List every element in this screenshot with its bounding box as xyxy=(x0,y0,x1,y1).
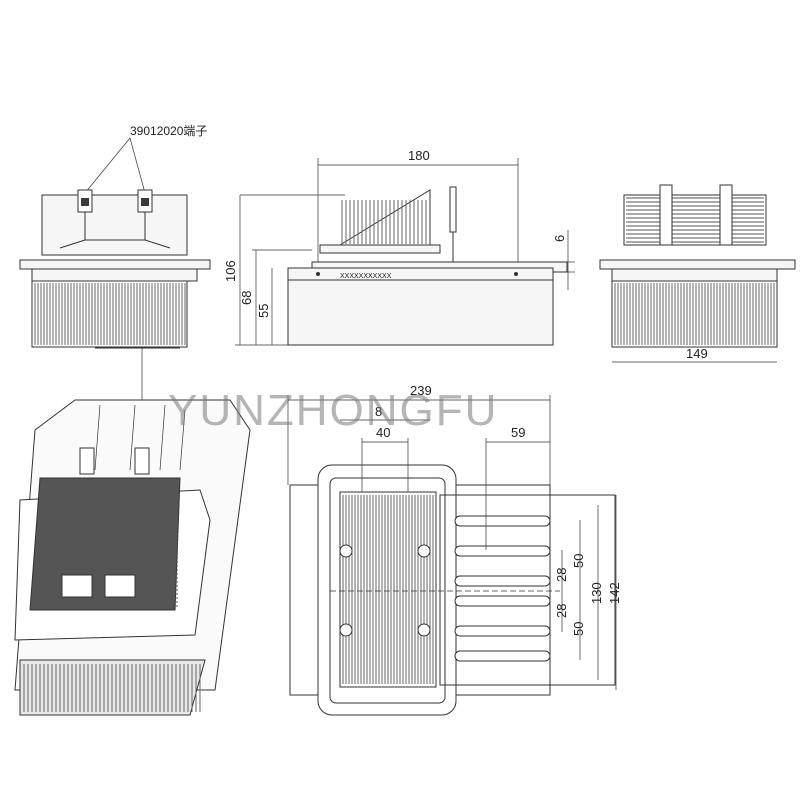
side-top-fins-box xyxy=(623,194,767,246)
end-view-left: 39012020端子 xyxy=(19,124,211,400)
side-view: 149 xyxy=(599,184,796,363)
side-connector-right xyxy=(719,184,733,246)
bottom-view: 239 8 40 59 50 28 28 50 130 142 xyxy=(287,383,622,716)
slot xyxy=(454,650,551,662)
dim-59: 59 xyxy=(511,425,525,440)
dim-55: 55 xyxy=(256,304,271,318)
end-view-housing xyxy=(41,194,188,256)
slot xyxy=(454,625,551,637)
terminal-leader-right xyxy=(129,137,146,194)
iso-notch-1 xyxy=(61,574,93,598)
dim-68: 68 xyxy=(239,291,254,305)
dim-28a: 28 xyxy=(554,568,569,582)
iso-notch-2 xyxy=(104,574,136,598)
dim-130: 130 xyxy=(589,582,604,604)
hole-left xyxy=(316,272,320,276)
front-view: 180 XXXXXXXXXXX 106 68 55 6 xyxy=(223,148,575,346)
mount-hole-4 xyxy=(417,623,431,637)
dim-8: 8 xyxy=(375,404,382,419)
bottom-fin-lines xyxy=(342,495,434,684)
front-lower-body xyxy=(287,279,554,346)
side-flange xyxy=(599,259,796,270)
dim-50a: 50 xyxy=(571,554,586,568)
wire-paths xyxy=(59,212,171,249)
slot xyxy=(454,595,551,607)
iso-slots xyxy=(94,404,186,471)
dim-28b: 28 xyxy=(554,604,569,618)
end-view-flange xyxy=(19,259,211,270)
side-fins xyxy=(614,283,775,345)
dim-149: 149 xyxy=(686,346,708,361)
slot xyxy=(454,575,551,587)
iso-bottom-fins xyxy=(23,664,201,712)
dim-180: 180 xyxy=(408,148,430,163)
dim-50b: 50 xyxy=(571,622,586,636)
slot xyxy=(454,515,551,527)
dim-40: 40 xyxy=(376,425,390,440)
top-fins xyxy=(341,200,427,244)
dim-6: 6 xyxy=(552,235,567,242)
terminal-label: 39012020端子 xyxy=(130,124,207,138)
iso-connector-right xyxy=(134,447,150,475)
end-view-fins xyxy=(34,283,186,345)
front-plate xyxy=(287,267,554,281)
hole-right xyxy=(514,272,518,276)
side-connector-left xyxy=(659,184,673,246)
slot xyxy=(454,545,551,557)
front-connector xyxy=(449,186,457,233)
isometric-view xyxy=(14,399,251,716)
mount-hole-3 xyxy=(339,623,353,637)
serial-label: XXXXXXXXXXX xyxy=(340,273,392,280)
dim-239: 239 xyxy=(410,383,432,398)
end-view-plate xyxy=(31,268,198,282)
connector-pin-left xyxy=(81,198,89,206)
bottom-right-box xyxy=(439,494,616,686)
iso-fins xyxy=(42,481,178,607)
connector-pin-right xyxy=(141,198,149,206)
iso-connector-left xyxy=(79,447,95,475)
mount-hole-2 xyxy=(417,544,431,558)
top-fin-base xyxy=(319,244,441,254)
terminal-leader-left xyxy=(84,137,131,194)
side-plate xyxy=(611,268,778,282)
watermark: YUNZHONGFU xyxy=(168,386,498,435)
dim-142: 142 xyxy=(607,582,622,604)
mount-hole-1 xyxy=(339,544,353,558)
side-top-fins xyxy=(626,197,764,243)
bottom-slots xyxy=(454,515,551,662)
dim-106: 106 xyxy=(223,260,238,282)
side-fins-box xyxy=(611,280,778,348)
